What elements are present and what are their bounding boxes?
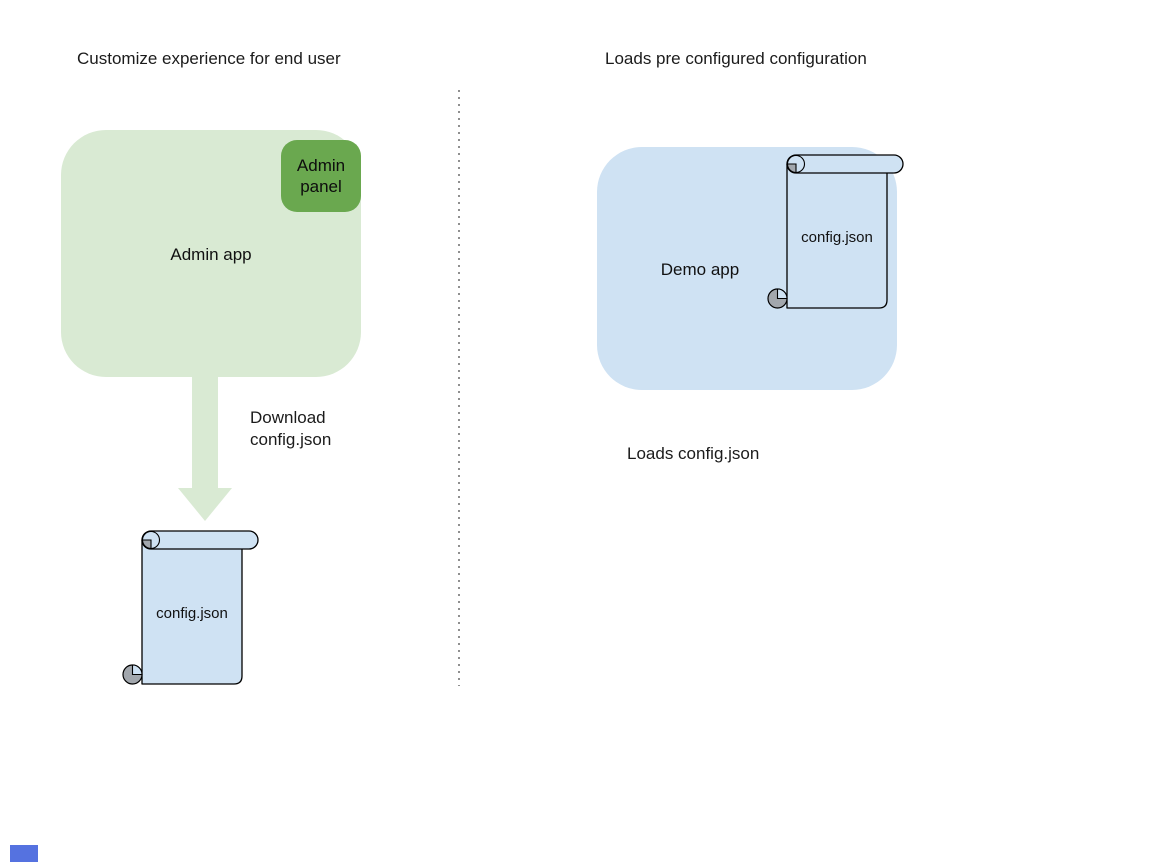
admin-app-label: Admin app (170, 245, 252, 264)
config-json-scroll-right: config.json (767, 154, 904, 309)
corner-artifact (10, 845, 38, 862)
loads-config-caption: Loads config.json (627, 444, 760, 463)
config-json-scroll-left: config.json (122, 530, 259, 685)
config-json-label: config.json (801, 229, 873, 246)
scroll-bottom-roll-curl (131, 664, 143, 676)
section-divider (458, 90, 460, 686)
download-config-caption: Download config.json (250, 408, 332, 449)
scroll-body (141, 539, 243, 685)
scroll-top-roll-curl (786, 163, 797, 174)
right-section-title: Loads pre configured configuration (605, 49, 867, 68)
config-json-label: config.json (156, 605, 228, 622)
scroll-bottom-roll-curl (776, 288, 788, 300)
scroll-body (786, 163, 888, 309)
admin-panel-box: Admin panel (281, 140, 361, 212)
left-section-title: Customize experience for end user (77, 49, 341, 68)
scroll-top-roll-curl (141, 539, 152, 550)
download-arrow-shape (178, 376, 232, 521)
download-arrow-icon (178, 376, 232, 521)
demo-app-label: Demo app (660, 260, 740, 279)
